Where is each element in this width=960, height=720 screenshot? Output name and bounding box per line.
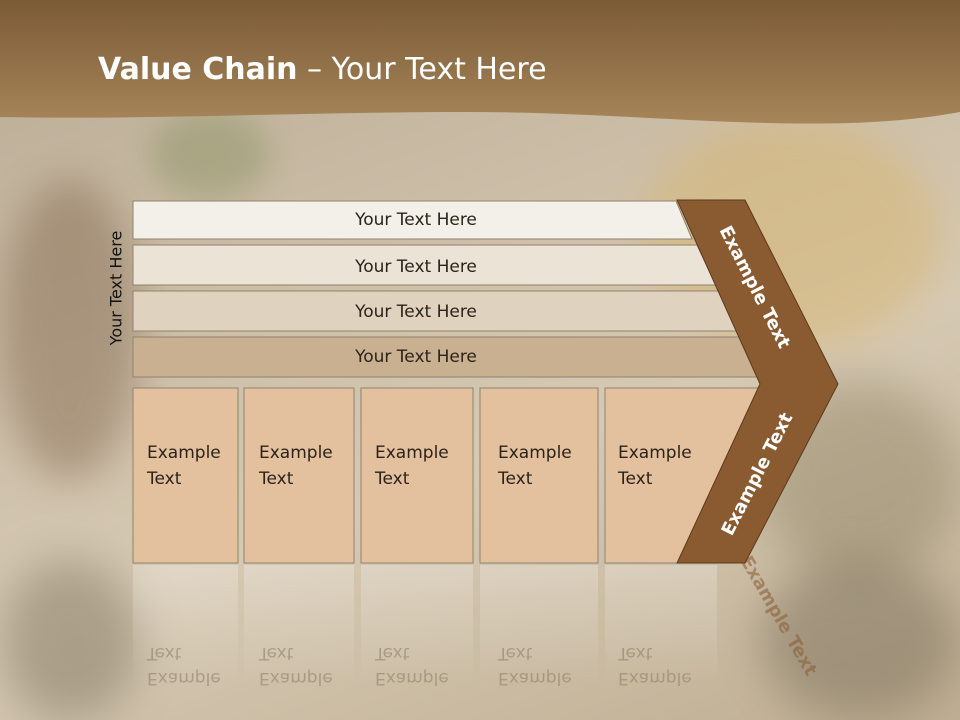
box-reflection [244, 565, 354, 685]
box-5-line1: Example [618, 443, 692, 463]
box-reflection-text: Text [617, 643, 653, 663]
page-title-bold: Value Chain [98, 52, 298, 87]
box-2-line1: Example [259, 443, 333, 463]
box-reflection-text: Example [618, 668, 692, 688]
box-5-line2: Text [617, 469, 653, 489]
bar-3-label: Your Text Here [354, 302, 477, 322]
box-reflection [361, 565, 473, 685]
box-reflection-text: Text [374, 643, 410, 663]
box-reflection [480, 565, 598, 685]
background-blur-shape [150, 110, 270, 200]
box-reflection-text: Example [259, 668, 333, 688]
box-4-line1: Example [498, 443, 572, 463]
background-blur-shape [0, 560, 140, 720]
box-3-line2: Text [374, 469, 410, 489]
box-reflection-text: Text [146, 643, 182, 663]
page-title-rest: – Your Text Here [297, 52, 547, 87]
box-1-line2: Text [146, 469, 182, 489]
bar-1 [132, 200, 693, 240]
bar-4-label: Your Text Here [354, 347, 477, 367]
header-band [0, 0, 960, 124]
box-reflection [605, 565, 717, 685]
background-blur-shape [0, 180, 140, 480]
box-1 [132, 387, 239, 564]
box-reflection-text: Example [147, 668, 221, 688]
box-reflection-text: Text [497, 643, 533, 663]
box-3 [360, 387, 474, 564]
box-4-line2: Text [497, 469, 533, 489]
box-reflection-text: Text [258, 643, 294, 663]
box-reflection [133, 565, 238, 685]
background-blur-shape [760, 560, 960, 720]
box-2-line2: Text [258, 469, 294, 489]
page-title: Value Chain – Your Text Here [98, 52, 547, 87]
box-3-line1: Example [375, 443, 449, 463]
value-chevron [676, 199, 839, 564]
box-1-line1: Example [147, 443, 221, 463]
bar-1-label: Your Text Here [354, 210, 477, 230]
box-reflection-text: Example [498, 668, 572, 688]
box-reflection-text: Example [375, 668, 449, 688]
reflection: Example Text Example Text Example Text E… [133, 552, 821, 688]
box-4 [479, 387, 599, 564]
box-2 [243, 387, 355, 564]
bar-2-label: Your Text Here [354, 257, 477, 277]
chevron-reflection-text: Example Text [736, 552, 822, 679]
